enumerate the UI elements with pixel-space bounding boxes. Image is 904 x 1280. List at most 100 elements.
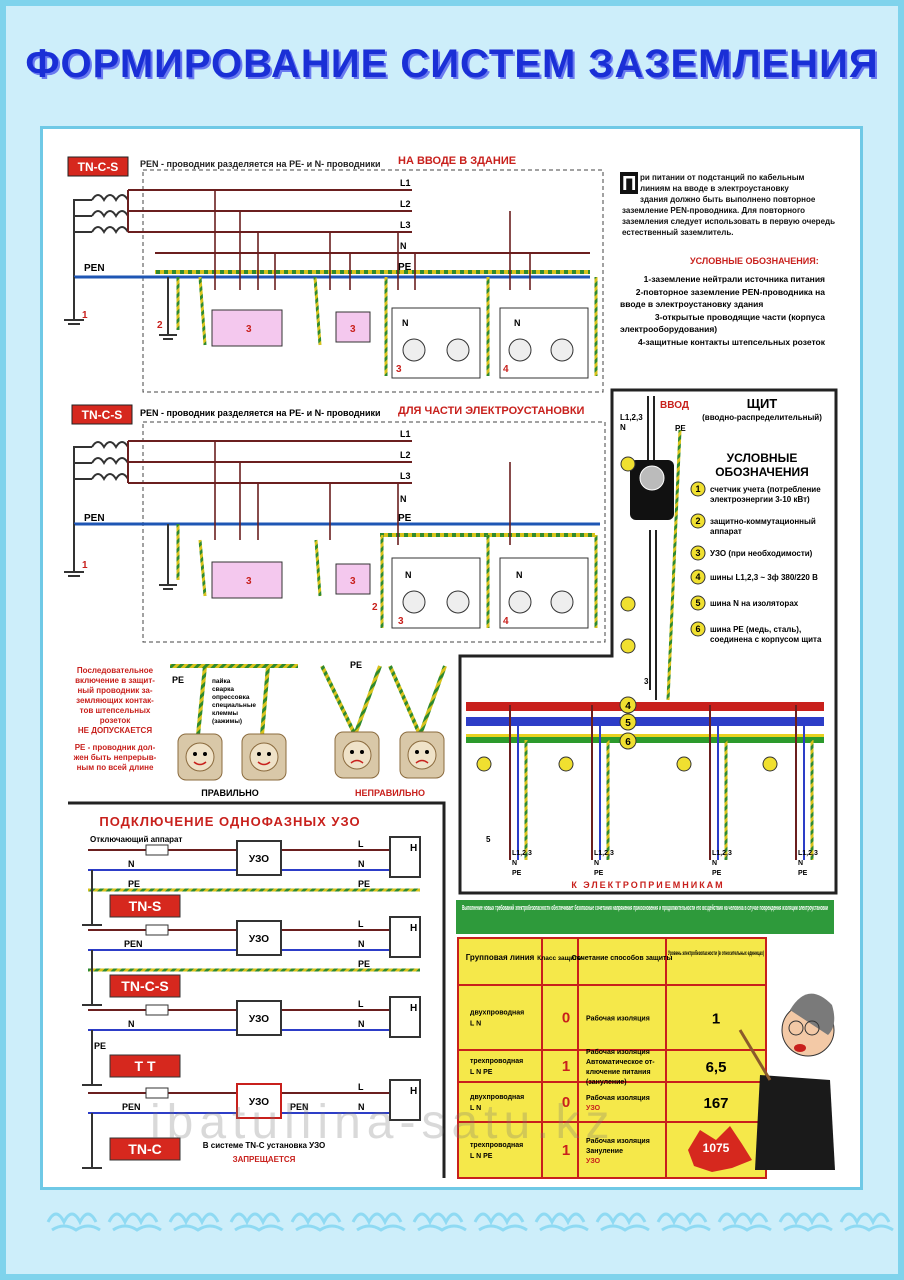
board-title: ЩИТ (747, 396, 778, 411)
board-bottom-label: К ЭЛЕКТРОПРИЕМНИКАМ (571, 880, 724, 890)
label-pe: PE (358, 959, 370, 969)
breaker-icon (145, 924, 169, 936)
row-protection: Рабочая изоляция (586, 1137, 650, 1145)
label-n: N (358, 1019, 365, 1029)
feeder-drops (214, 441, 511, 545)
section-tn-c-s-entry: TN-C-S PEN - проводник разделяется на PE… (64, 155, 604, 393)
section-where: ДЛЯ ЧАСТИ ЭЛЕКТРОУСТАНОВКИ (398, 405, 585, 417)
note-text-1: ри питании от подстанций по кабельным (640, 173, 805, 182)
row-protection: УЗО (586, 1105, 601, 1112)
feeder-marker (476, 756, 492, 772)
bottom-ornament (46, 1212, 894, 1232)
label-lines: L1,2,3 (620, 413, 643, 422)
legend-num-badge (690, 595, 706, 611)
label-pe: PE (594, 870, 604, 877)
label-l: L (358, 999, 364, 1009)
tnc-note: В системе TN-C установка УЗО (203, 1141, 325, 1150)
uzo-label: УЗО (249, 854, 269, 865)
legend-text: УЗО (при необходимости) (710, 549, 813, 558)
ornament-wave (656, 1212, 708, 1226)
riser-marker (620, 638, 636, 654)
method-item: пайка (212, 677, 231, 685)
label-pe: PE (94, 1041, 106, 1051)
marker-3a: 3 (246, 324, 252, 335)
marker-5: 5 (486, 835, 491, 844)
legend-item: электрооборудования) (620, 324, 717, 334)
row-line-wires: L N (470, 1021, 481, 1028)
ornament-wave (168, 1212, 220, 1226)
label-n: N (400, 494, 407, 504)
system-tag: TN-C-S (82, 408, 123, 422)
pe-drops (176, 276, 598, 376)
marker-2: 2 (157, 320, 163, 331)
label-n: N (358, 939, 365, 949)
row-level: 6,5 (706, 1059, 727, 1076)
table-header: Сочетание способов защиты (572, 954, 673, 962)
banner-line: Выполнение новых требований электробезоп… (462, 903, 828, 912)
method-item: специальные (212, 702, 256, 709)
load-label: Н (410, 923, 417, 934)
lamp-icon (402, 338, 426, 362)
socket-icon (508, 338, 532, 362)
row-level: 1 (712, 1011, 720, 1028)
note-text-5: заземления следует использовать в первую… (622, 217, 835, 226)
ornament-wave (229, 1212, 281, 1226)
row-protection: Рабочая изоляция (586, 1094, 650, 1102)
bus-lines (74, 189, 590, 279)
lamp-group (391, 307, 481, 379)
ornament-wave (778, 1212, 830, 1226)
label-incorrect: НЕПРАВИЛЬНО (355, 788, 425, 798)
system-tag: TN-C-S (121, 978, 168, 994)
table-header: Класс защиты (537, 955, 583, 962)
warn-text: Последовательное (77, 666, 154, 675)
uzo-section: ПОДКЛЮЧЕНИЕ ОДНОФАЗНЫХ УЗО Отключающий а… (68, 801, 446, 1178)
feeder-marker (676, 756, 692, 772)
ornament-wave (173, 1224, 223, 1232)
legend-num-badge (690, 621, 706, 637)
ornament-wave (722, 1224, 772, 1232)
label-n: N (400, 241, 407, 251)
building-boundary (142, 169, 604, 393)
load-box (389, 1079, 421, 1121)
feeder-marker (558, 756, 574, 772)
bus-phase (466, 702, 824, 711)
legend-num-badge (690, 481, 706, 497)
burst-icon (688, 1126, 752, 1172)
ornament-wave (234, 1224, 284, 1232)
socket-icon (550, 338, 574, 362)
pe-note: жен быть непрерыв- (73, 753, 157, 762)
note-text-2: линиям на вводе в электроустановку (640, 184, 789, 193)
label-pen: PEN (290, 1102, 309, 1112)
system-tag-box (109, 1137, 181, 1161)
pe-line (155, 270, 590, 274)
legend-text: счетчик учета (потребление (710, 485, 821, 494)
section-caption: PEN - проводник разделяется на PE- и N- … (140, 408, 381, 418)
riser-cable (647, 396, 682, 701)
transformer-coils (73, 194, 129, 300)
system-tag: T T (135, 1058, 156, 1074)
label-lines: L1,2,3 (512, 850, 532, 857)
label-n: N (594, 860, 599, 867)
ground-2 (159, 524, 177, 590)
tag-box (71, 404, 133, 425)
bus-pe-stripe (466, 734, 824, 737)
note-text-6: естественный заземлитель. (622, 228, 733, 237)
ornament-wave (412, 1212, 464, 1226)
bus-markers: 4 5 6 (619, 696, 637, 750)
pe-note: ным по всей длине (77, 763, 154, 772)
drop-cap (620, 172, 638, 194)
label-pen: PEN (124, 939, 143, 949)
legend-text: аппарат (710, 527, 742, 536)
legend-text: шина N на изоляторах (710, 599, 799, 608)
legend-num: 4 (695, 572, 700, 582)
label-pe: PE (172, 675, 184, 685)
uzo-frame (68, 801, 446, 1178)
pe-drops (176, 524, 598, 628)
bus-pe (466, 734, 824, 743)
row-line-type: двухпроводная (470, 1094, 524, 1101)
